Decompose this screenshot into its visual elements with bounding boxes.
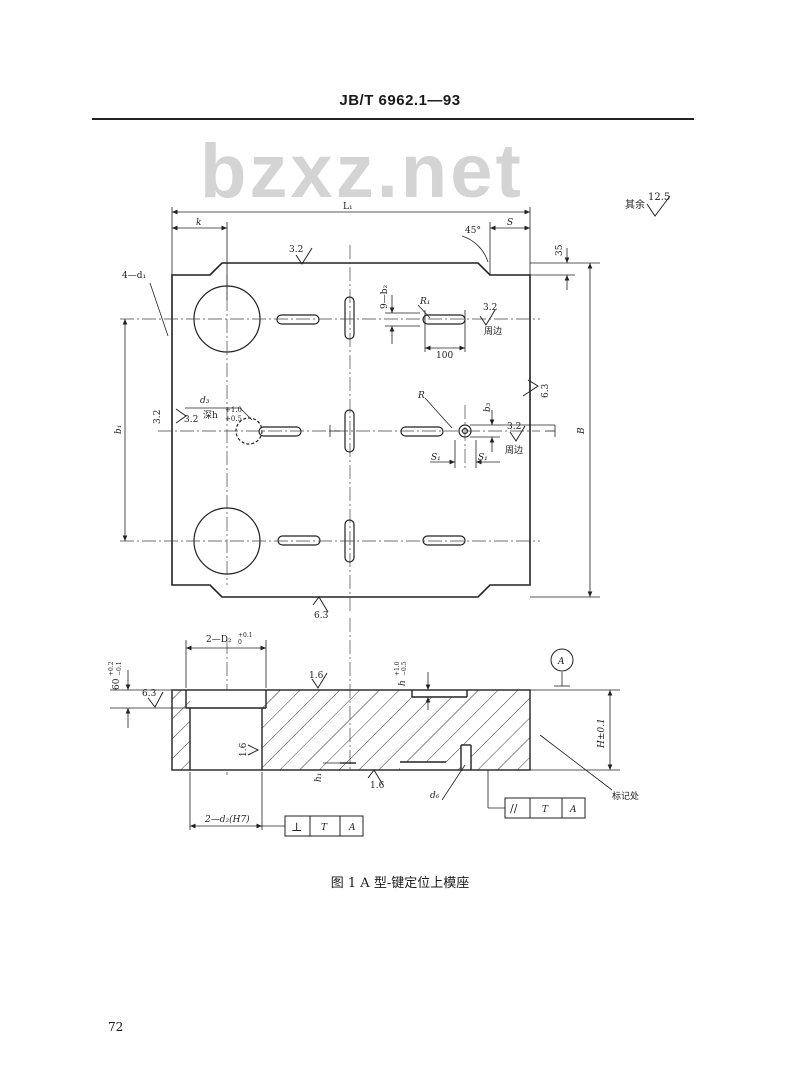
dim-k: k [196, 218, 201, 228]
roughness-note-value: 12.5 [648, 192, 670, 203]
dim-60: 60 [112, 678, 122, 690]
datum-circle [550, 648, 574, 672]
roughness-top-value-sec: 1.6 [309, 671, 324, 681]
header-rule [92, 118, 694, 120]
dim-h-tol-minus: −0.5 [401, 661, 408, 676]
roughness-note-other: 其余 12.5 [625, 192, 671, 217]
roughness-bore-value: 1.6 [239, 742, 249, 757]
key-slot [276, 314, 320, 325]
roughness-icon [295, 247, 313, 265]
perp-ref-T: T [321, 823, 328, 833]
dim-35: 35 [555, 244, 565, 256]
dim-B: B [577, 427, 587, 435]
top-view-outline [171, 262, 531, 598]
dim-d6: d₆ [430, 791, 440, 801]
mark-label: 标记处 [612, 790, 639, 802]
counterbore-tol-minus: 0 [238, 639, 242, 646]
roughness-side-value: 6.3 [541, 383, 551, 398]
section-view-labels: 2—D₂ +0.1 0 60 +0.2 −0.1 6.3 1.6 h +1.0 … [108, 632, 639, 834]
surround-1: 周边 [484, 326, 502, 337]
roughness-top-value: 3.2 [289, 245, 303, 255]
roughness-icon [311, 672, 328, 689]
datum-label: A [557, 657, 565, 667]
dim-S1-b: S₁ [478, 453, 488, 463]
dim-d3: d₃ [200, 396, 210, 406]
dim-h-tol-plus: +1.0 [394, 661, 401, 676]
depth-label: 深h [203, 410, 218, 421]
roughness-bottom-value: 6.3 [314, 611, 329, 621]
dim-b1: b₁ [114, 425, 124, 434]
key-slot [258, 426, 302, 437]
key-slot [422, 535, 466, 546]
centerlines [120, 245, 540, 775]
perpendicularity-symbol: ⊥ [291, 820, 302, 834]
roughness-symbols-top [175, 247, 539, 613]
roughness-icon [247, 744, 260, 756]
roughness-icon [367, 769, 384, 786]
bore-label: 2—d₂(H7) [204, 814, 250, 825]
dim-h: h [398, 680, 408, 686]
bore-cavity [190, 690, 262, 770]
tol-plus: +1.0 [225, 406, 242, 414]
dim-L1: L₁ [343, 202, 353, 212]
dim-b3: b₃ [483, 402, 493, 412]
roughness-left-b: 3.2 [184, 415, 198, 425]
pin-slot [461, 745, 471, 770]
key-slot [422, 314, 466, 325]
perp-ref-A: A [348, 823, 356, 833]
holes-label: 4—d₁ [122, 271, 146, 281]
roughness-icon [175, 408, 187, 424]
key-slot [400, 426, 444, 437]
roughness-icon [479, 309, 496, 326]
angle-45: 45° [465, 226, 481, 236]
par-ref-A: A [569, 805, 577, 815]
counterbore-label: 2—D₂ [206, 635, 232, 645]
section-view [110, 640, 620, 837]
dimension-lines-top [122, 207, 600, 598]
dim-100: 100 [436, 351, 453, 361]
dim-R: R [417, 391, 425, 401]
surround-2: 周边 [505, 445, 523, 456]
watermark: bzxz.net [200, 129, 524, 214]
tol-60-plus: +0.2 [108, 661, 115, 676]
top-view [171, 262, 531, 598]
roughness-note-label: 其余 [625, 198, 645, 211]
section-outline [171, 689, 531, 771]
parallelism-frame [504, 797, 586, 819]
roughness-icon [522, 379, 539, 397]
roughness-right-1-value: 3.2 [483, 303, 497, 313]
roughness-bottom-value-sec: 1.6 [370, 781, 385, 791]
roughness-left-a: 3.2 [153, 410, 163, 424]
standard-code-header: JB/T 6962.1—93 [339, 92, 461, 109]
key-slot [277, 535, 321, 546]
counterbore-tol-plus: +0.1 [238, 632, 253, 639]
page-number: 72 [108, 1020, 124, 1034]
dim-H: H±0.1 [597, 718, 607, 749]
roughness-right-2-value: 3.2 [507, 422, 521, 432]
roughness-symbol-icon [646, 195, 671, 217]
roughness-icon [312, 596, 329, 613]
roughness-icon [509, 425, 526, 442]
parallelism-symbol: // [510, 802, 518, 815]
perpendicularity-frame [284, 815, 364, 837]
tol-60-minus: −0.1 [116, 661, 123, 676]
roughness-icon [147, 691, 164, 708]
dim-h1: h₁ [314, 773, 324, 782]
par-ref-T: T [542, 805, 549, 815]
top-view-labels: L₁ k S 45° 35 4—d₁ 3.2 9—b₂ R₁ 3.2 周边 10… [114, 202, 587, 621]
roughness-symbols-section [147, 672, 384, 786]
figure-caption: 图 1 A 型-键定位上模座 [330, 876, 470, 891]
key-groove-top [412, 690, 467, 697]
dim-S: S [507, 218, 513, 228]
roughness-top-left-value: 6.3 [142, 689, 157, 699]
dim-R1: R₁ [419, 297, 430, 307]
key-groove-bottom [400, 762, 446, 770]
slot-width-label: 9—b₂ [380, 285, 390, 309]
key-slot [344, 296, 355, 340]
tol-minus: +0.5 [225, 415, 242, 423]
dim-S1-a: S₁ [431, 453, 441, 463]
